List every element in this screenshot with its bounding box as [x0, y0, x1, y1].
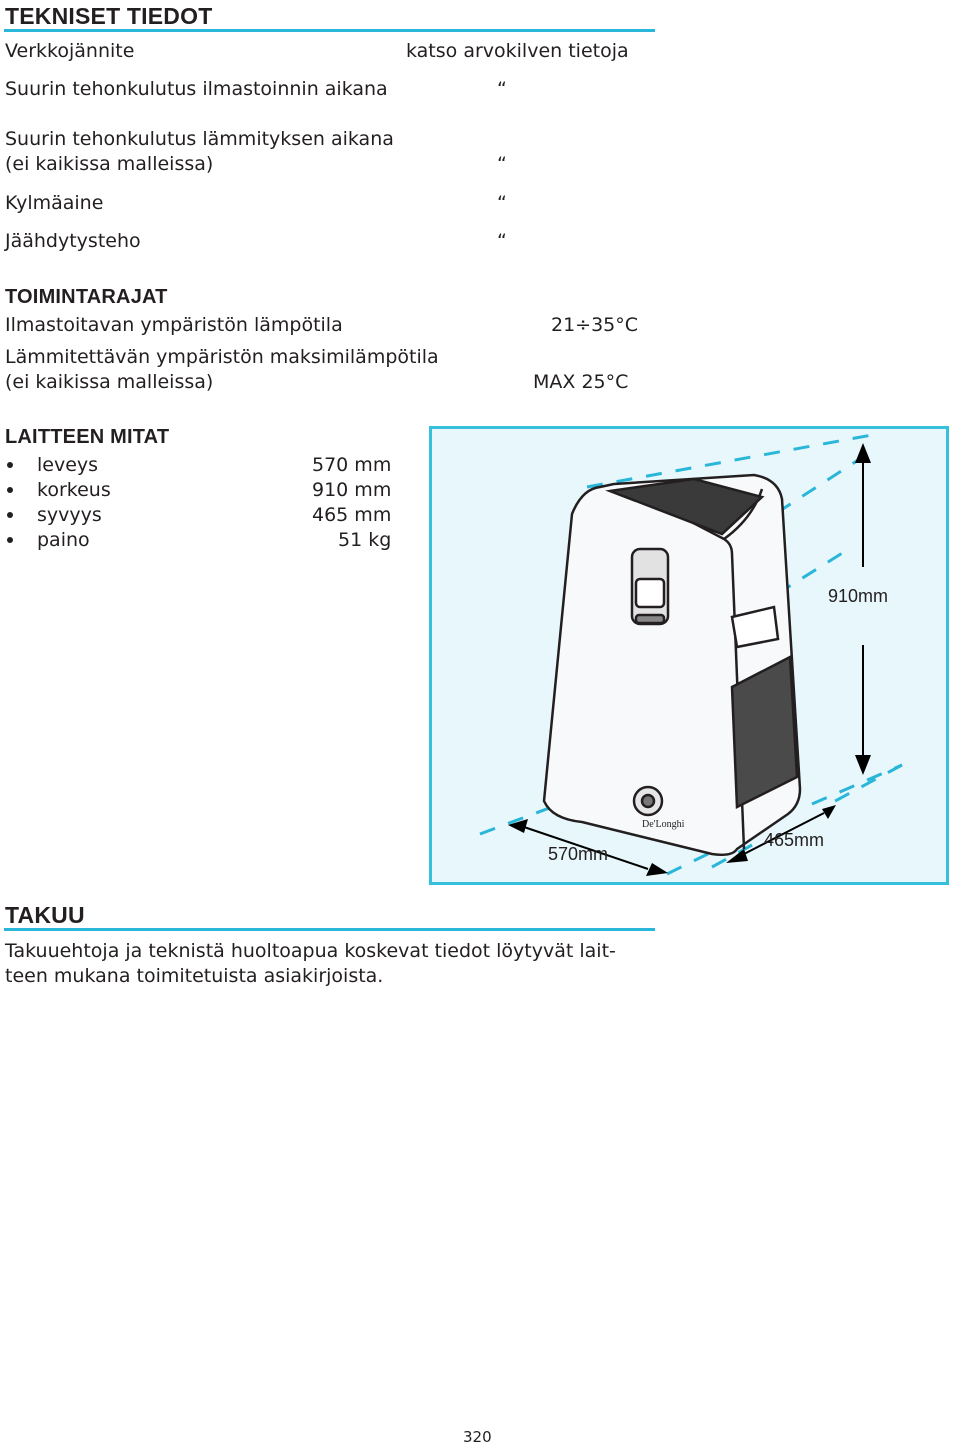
warranty-title: TAKUU: [5, 902, 85, 928]
brand-mark: De'Longhi: [642, 819, 685, 830]
dimensions-title: LAITTEEN MITAT: [5, 426, 170, 448]
heating-max-note: (ei kaikissa malleissa): [5, 371, 214, 393]
depth-value: 465 mm: [312, 504, 392, 526]
depth-dimension-label: 465mm: [764, 830, 825, 850]
width-dimension-label: 570mm: [548, 844, 609, 864]
voltage-value: katso arvokilven tietoja: [406, 40, 629, 62]
height-dimension-label: 910mm: [828, 586, 889, 607]
page-number: 320: [463, 1428, 492, 1446]
air-conditioner-illustration: De'Longhi: [479, 433, 903, 876]
height-label: korkeus: [37, 479, 111, 501]
heating-max-value: MAX 25°C: [533, 371, 629, 393]
cooling-capacity-label: Jäähdytysteho: [5, 230, 141, 252]
bullet: [7, 537, 13, 543]
bullet: [7, 462, 13, 468]
heating-max-label: Lämmitettävän ympäristön maksimilämpötil…: [5, 346, 439, 368]
cooling-power-value: “: [497, 78, 507, 100]
depth-label: syvyys: [37, 504, 102, 526]
guide-lines: [479, 433, 903, 876]
height-value: 910 mm: [312, 479, 392, 501]
dimension-figure: De'Longhi 910mm 570mm 465mm: [429, 426, 949, 885]
width-label: leveys: [37, 454, 99, 476]
cooling-power-label: Suurin tehonkulutus ilmastoinnin aikana: [5, 78, 388, 100]
technical-rule: [4, 29, 655, 32]
bullet: [7, 487, 13, 493]
weight-label: paino: [37, 529, 90, 551]
warranty-text-line2: teen mukana toimitetuista asiakirjoista.: [5, 965, 384, 987]
voltage-label: Verkkojännite: [5, 40, 135, 62]
warranty-text-line1: Takuuehtoja ja teknistä huoltoapua koske…: [5, 940, 616, 962]
refrigerant-value: “: [497, 192, 507, 214]
limits-title: TOIMINTARAJAT: [5, 286, 168, 308]
depth-arrow: [743, 812, 825, 855]
width-arrow: [523, 826, 649, 870]
warranty-rule: [4, 928, 655, 931]
heating-power-value: “: [497, 153, 507, 175]
cooling-range-value: 21÷35°C: [551, 314, 639, 336]
width-value: 570 mm: [312, 454, 392, 476]
heating-power-note: (ei kaikissa malleissa): [5, 153, 214, 175]
refrigerant-label: Kylmäaine: [5, 192, 104, 214]
cooling-range-label: Ilmastoitavan ympäristön lämpötila: [5, 314, 343, 336]
technical-title: TEKNISET TIEDOT: [5, 3, 213, 29]
heating-power-label: Suurin tehonkulutus lämmityksen aikana: [5, 128, 394, 150]
cooling-capacity-value: “: [497, 230, 507, 252]
unit-body: [542, 473, 802, 857]
bullet: [7, 512, 13, 518]
weight-value: 51 kg: [338, 529, 392, 551]
